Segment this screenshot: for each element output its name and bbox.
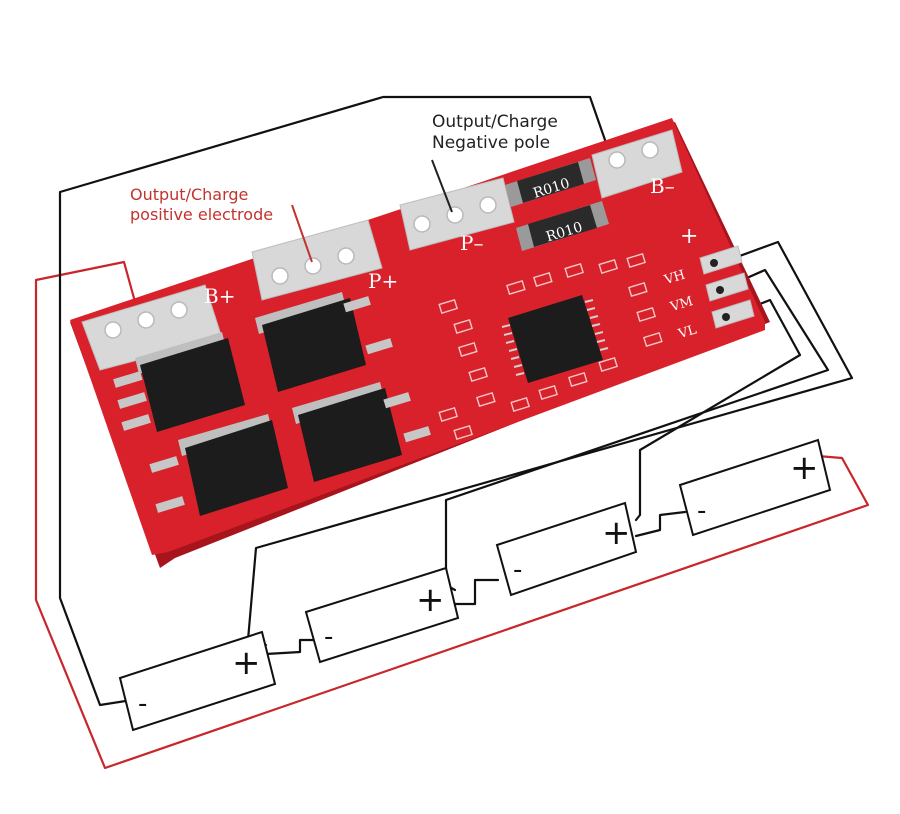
annotation-positive-line1: Output/Charge <box>130 185 248 204</box>
annotation-negative-line2: Negative pole <box>432 133 550 153</box>
label-b-plus: B+ <box>204 284 235 308</box>
wire-cell1-cell2 <box>264 638 320 656</box>
wire-cell3-cell4 <box>634 510 687 538</box>
cell-1-minus: - <box>138 689 147 719</box>
cell-2-minus: - <box>324 622 333 652</box>
battery-cell-4: - + <box>678 438 832 537</box>
label-b-minus: B– <box>650 174 675 198</box>
label-p-minus: P– <box>460 231 483 255</box>
cell-4-minus: - <box>697 496 706 526</box>
black-wire-b-minus <box>58 95 614 707</box>
label-vl: VL <box>676 322 699 342</box>
cell-2-plus: + <box>416 580 445 620</box>
battery-cell-2: - + <box>304 566 460 664</box>
wire-cell2-cell3 <box>453 578 500 606</box>
annotation-negative: Output/Charge Negative pole <box>431 112 558 213</box>
smd-components <box>438 252 663 440</box>
annotation-negative-line1: Output/Charge <box>432 112 558 132</box>
cell-1-plus: + <box>232 643 261 683</box>
wiring <box>34 95 870 770</box>
wire-vl <box>634 298 802 522</box>
pad-b-minus <box>591 129 683 199</box>
annotation-positive: Output/Charge positive electrode <box>130 185 313 263</box>
red-wire-b-plus <box>34 260 870 770</box>
label-vh: VH <box>662 268 687 289</box>
pcb-board: B+ P+ P– B– + R010 R010 <box>70 118 770 568</box>
annotation-positive-line2: positive electrode <box>130 205 273 224</box>
pad-holes <box>104 141 659 339</box>
bms-ic <box>501 295 609 383</box>
battery-cell-1: - + <box>118 630 277 732</box>
cell-3-plus: + <box>602 513 631 553</box>
battery-cells: - + - + - + - + <box>118 438 832 732</box>
label-plus: + <box>680 224 698 249</box>
annotation-positive-leader <box>291 204 313 263</box>
battery-cell-3: - + <box>495 501 638 597</box>
label-vm: VM <box>668 294 695 315</box>
annotation-negative-leader <box>431 159 453 213</box>
mosfet-2 <box>255 292 393 392</box>
cell-4-plus: + <box>790 448 819 488</box>
mosfet-1 <box>113 332 245 432</box>
mosfet-4 <box>292 382 431 482</box>
cell-3-minus: - <box>513 555 522 585</box>
mosfet-3 <box>149 414 288 516</box>
label-p-plus: P+ <box>368 269 398 293</box>
balance-connector: VH VM VL <box>662 245 755 342</box>
